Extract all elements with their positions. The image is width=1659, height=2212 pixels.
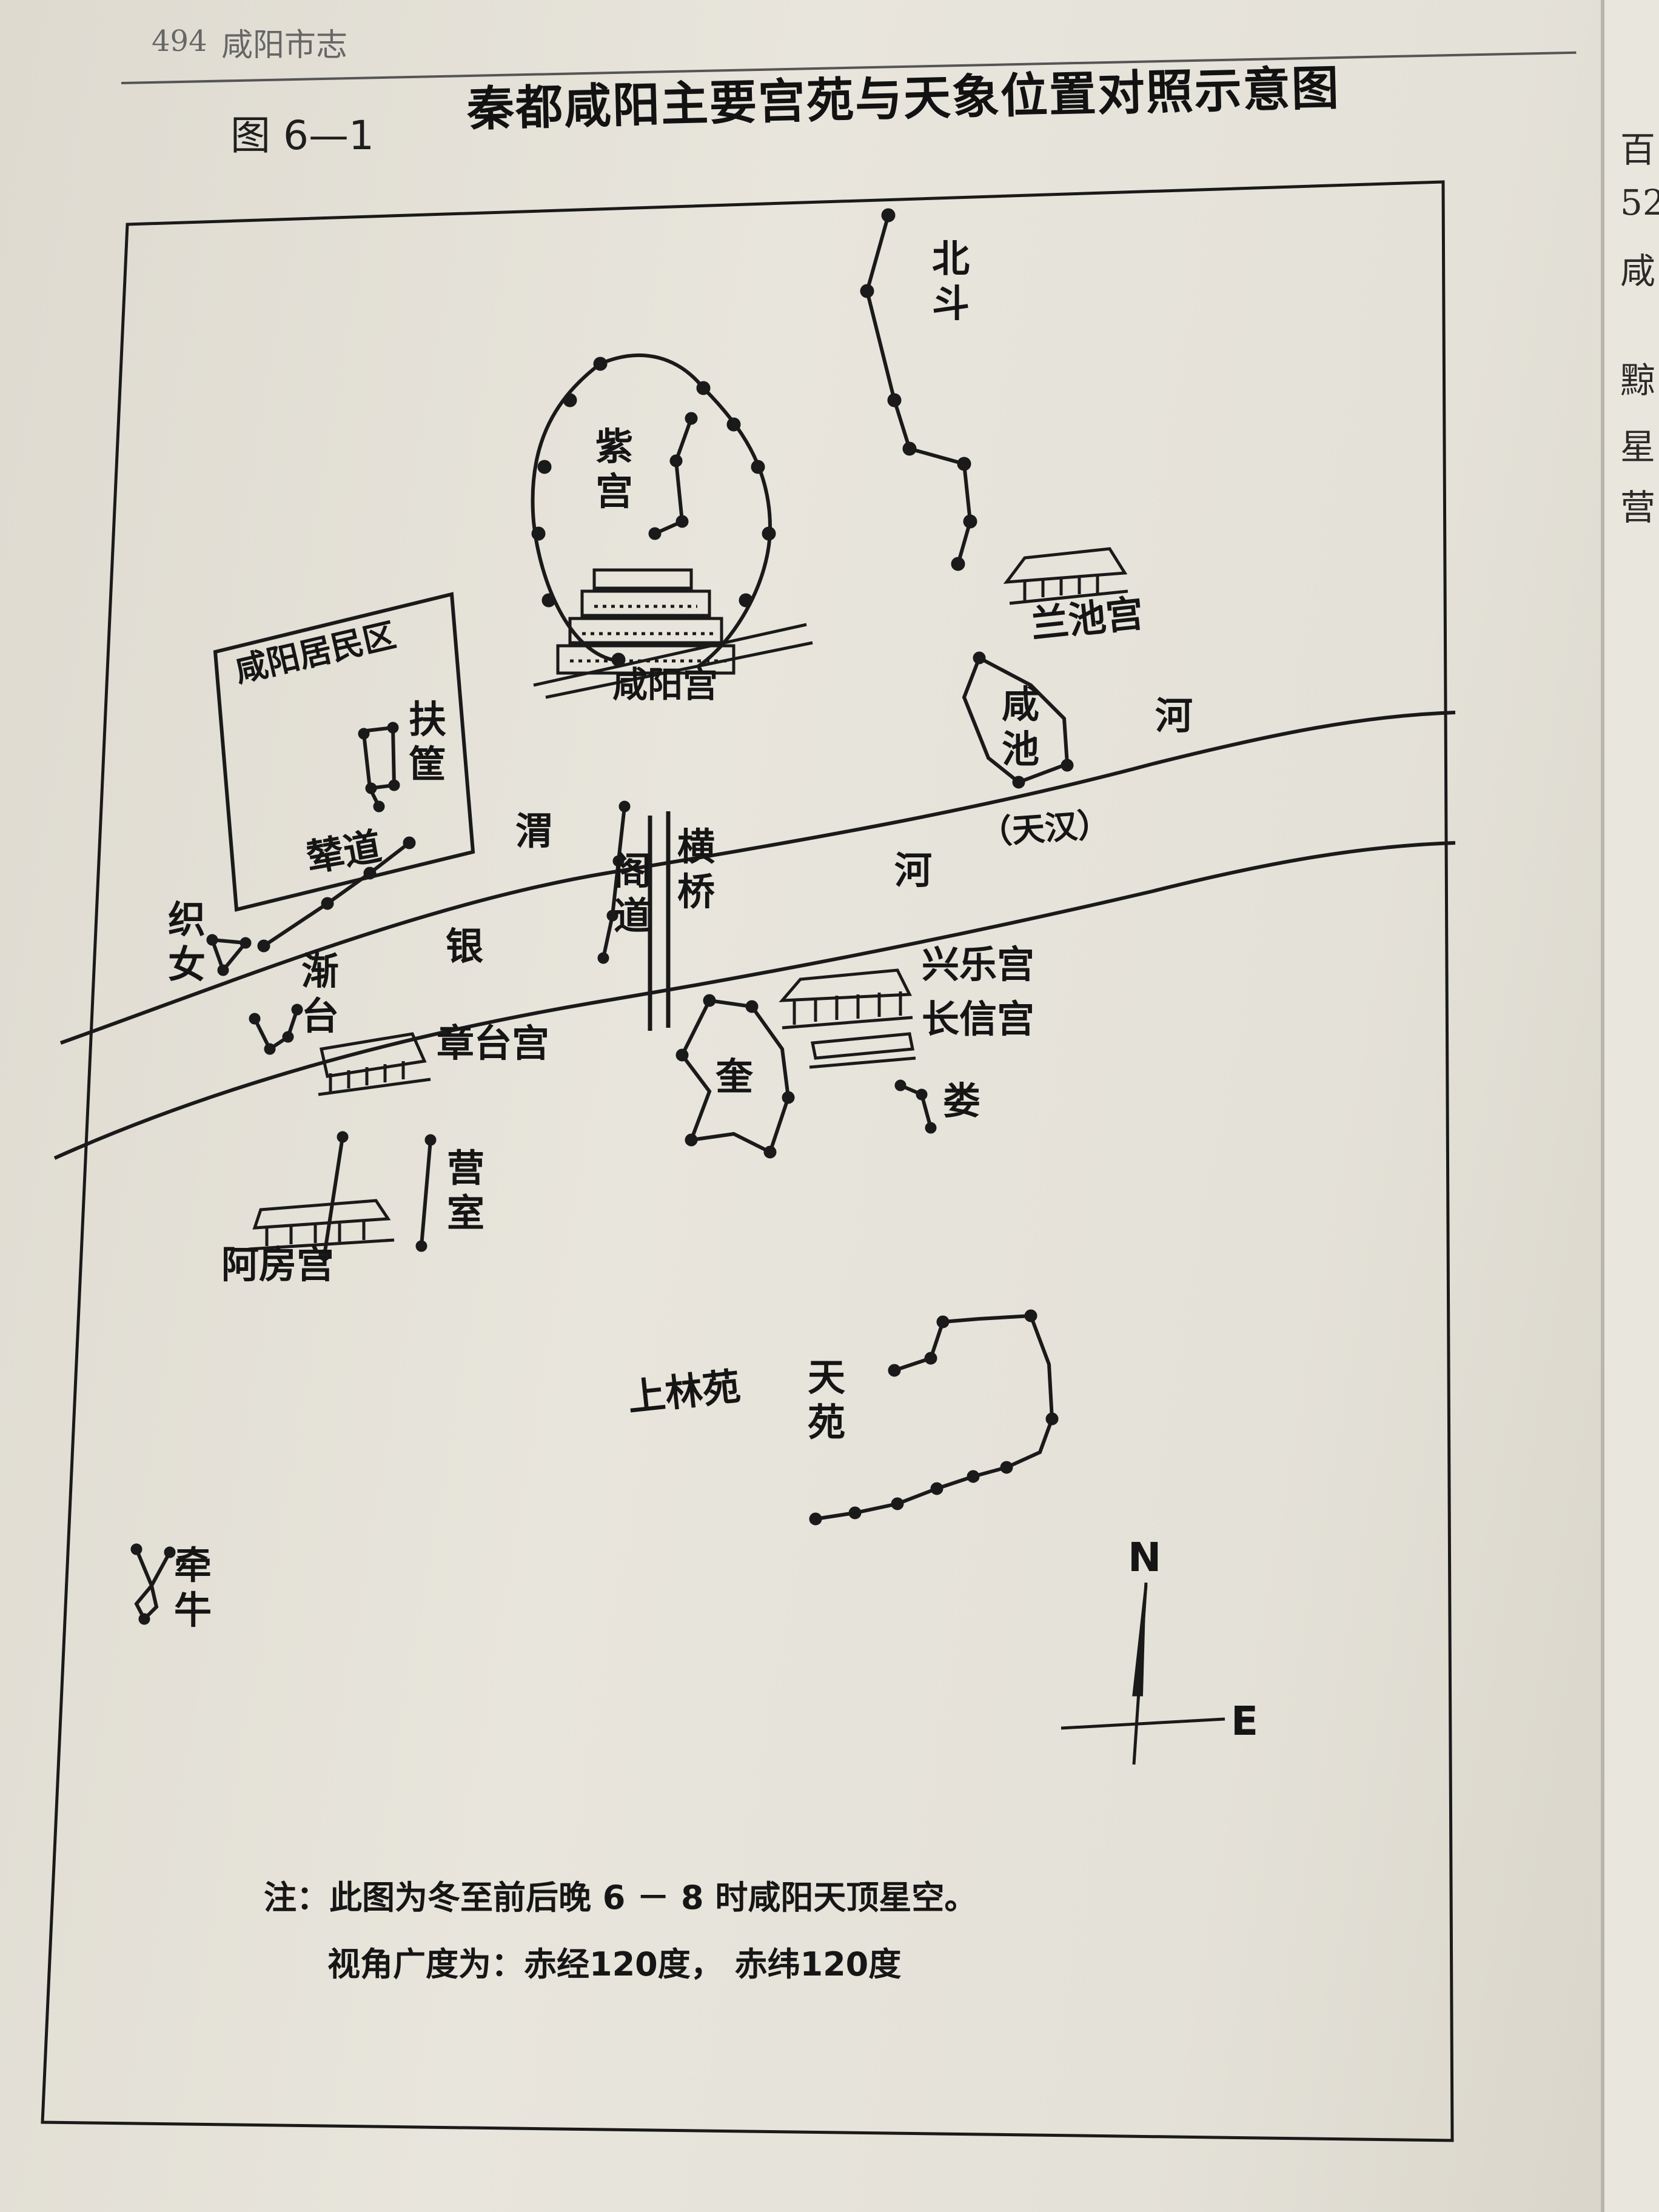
epang-stars [318,1131,349,1261]
lanchi-palace-building [1003,547,1128,605]
label-changxin-palace: 长信宫 [922,997,1035,1041]
zigong-constellation [531,353,776,669]
label-kui: 奎 [716,1054,754,1099]
label-xingle-palace: 兴乐宫 [922,942,1035,987]
jiantai-constellation [249,1004,303,1055]
facing-page-glyph: 咸 [1620,250,1656,292]
gedao-constellation [597,800,631,964]
zigong-inner-stars [648,412,698,540]
lou-constellation [894,1079,937,1134]
map-frame [41,180,1454,2142]
qianniu-constellation [130,1543,176,1625]
label-tianhan: （天汉） [978,805,1111,853]
zhinu-constellation [206,934,252,976]
label-epang-palace: 阿房宫 [221,1242,335,1287]
book-title: 咸阳市志 [221,27,348,64]
facing-page-glyph: 黥 [1620,360,1656,401]
label-he-east: 河 [1155,694,1193,738]
wei-river-south-bank [53,841,1456,1160]
wei-river-north-bank [59,711,1456,1045]
label-zhangtai-palace: 章台宫 [437,1021,550,1065]
label-qianniu: 牵牛 [173,1543,212,1633]
label-beidou: 北斗 [931,236,970,326]
facing-page-glyph: 星 [1620,426,1656,468]
xianchi-constellation [962,651,1074,789]
label-fukuang: 扶筐 [408,697,446,787]
niandao-constellation [257,836,416,953]
tianyuan-constellation [809,1309,1059,1526]
figure-note-line1: 注：此图为冬至前后晚 6 － 8 时咸阳天顶星空。 [264,1879,977,1917]
compass-east-label: E [1231,1698,1259,1744]
epang-palace-building [248,1199,395,1251]
label-tianyuan: 天苑 [807,1355,845,1445]
facing-page-glyph: 营 [1620,487,1656,528]
residential-area-box [213,592,475,912]
xianyang-palace-building [533,568,813,699]
kui-constellation [675,994,795,1159]
label-yin: 银 [446,924,484,968]
label-he-mid: 河 [894,848,933,893]
facing-page-edge [1601,0,1659,2212]
label-lou: 娄 [943,1079,981,1123]
yingshi-constellation [415,1134,437,1252]
label-zigong: 紫宫 [595,424,633,514]
label-jiantai: 渐台 [301,949,339,1039]
label-gedao: 阁道 [613,849,651,939]
fukuang-constellation [358,722,400,813]
compass-north-label: N [1128,1534,1162,1581]
label-xianchi: 咸池 [1001,682,1039,772]
label-hengqiao: 横桥 [677,825,715,914]
compass [1061,1582,1225,1765]
label-zhinu: 织女 [167,897,206,987]
xingle-palace-building [779,968,913,1030]
facing-page-glyph: 百 [1620,129,1656,170]
beidou-constellation [860,208,977,571]
label-shanglin-garden: 上林苑 [625,1364,743,1420]
page-number: 494 [152,24,207,58]
label-xianyang-palace: 咸阳宫 [612,664,719,705]
zhangtai-palace-building [318,1032,431,1096]
changxin-palace-building [809,1032,916,1069]
facing-page-glyph: 52 [1620,182,1659,223]
label-yingshi: 营室 [446,1146,484,1236]
figure-number: 图 6—1 [230,112,374,159]
label-lanchi-palace: 兰池宫 [1028,591,1146,647]
label-weishui: 渭 [515,809,554,853]
figure-note-line2: 视角广度为：赤经120度， 赤纬120度 [327,1945,902,1983]
